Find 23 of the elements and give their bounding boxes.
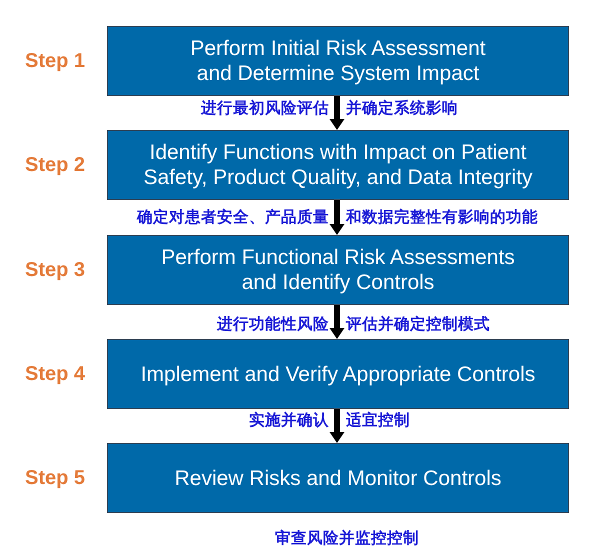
- translation-label: 审查风险并监控控制: [275, 529, 419, 547]
- arrow: [330, 200, 344, 235]
- arrow: [330, 305, 344, 339]
- translation-label: 并确定系统影响: [346, 99, 458, 117]
- translation-label: 进行功能性风险: [217, 315, 329, 333]
- step-label: Step 1: [25, 49, 86, 73]
- step-label: Step 2: [25, 153, 86, 177]
- step-label: Step 4: [25, 362, 86, 386]
- translation-label: 适宜控制: [346, 411, 410, 429]
- process-box: Perform Functional Risk Assessments and Identify Controls: [107, 235, 569, 305]
- process-box: Perform Initial Risk Assessment and Determine System Impact: [107, 26, 569, 96]
- translation-label: 确定对患者安全、产品质量: [137, 208, 329, 226]
- translation-label: 进行最初风险评估: [201, 99, 329, 117]
- step-label: Step 3: [25, 258, 86, 282]
- process-box: Identify Functions with Impact on Patient Safety, Product Quality, and Data Integrity: [107, 130, 569, 200]
- translation-label: 评估并确定控制模式: [346, 315, 490, 333]
- arrow: [330, 409, 344, 443]
- process-box: Implement and Verify Appropriate Controls: [107, 339, 569, 409]
- translation-label: 实施并确认: [249, 411, 329, 429]
- arrow: [330, 96, 344, 130]
- step-label: Step 5: [25, 466, 86, 490]
- process-box: Review Risks and Monitor Controls: [107, 443, 569, 513]
- translation-label: 和数据完整性有影响的功能: [346, 208, 538, 226]
